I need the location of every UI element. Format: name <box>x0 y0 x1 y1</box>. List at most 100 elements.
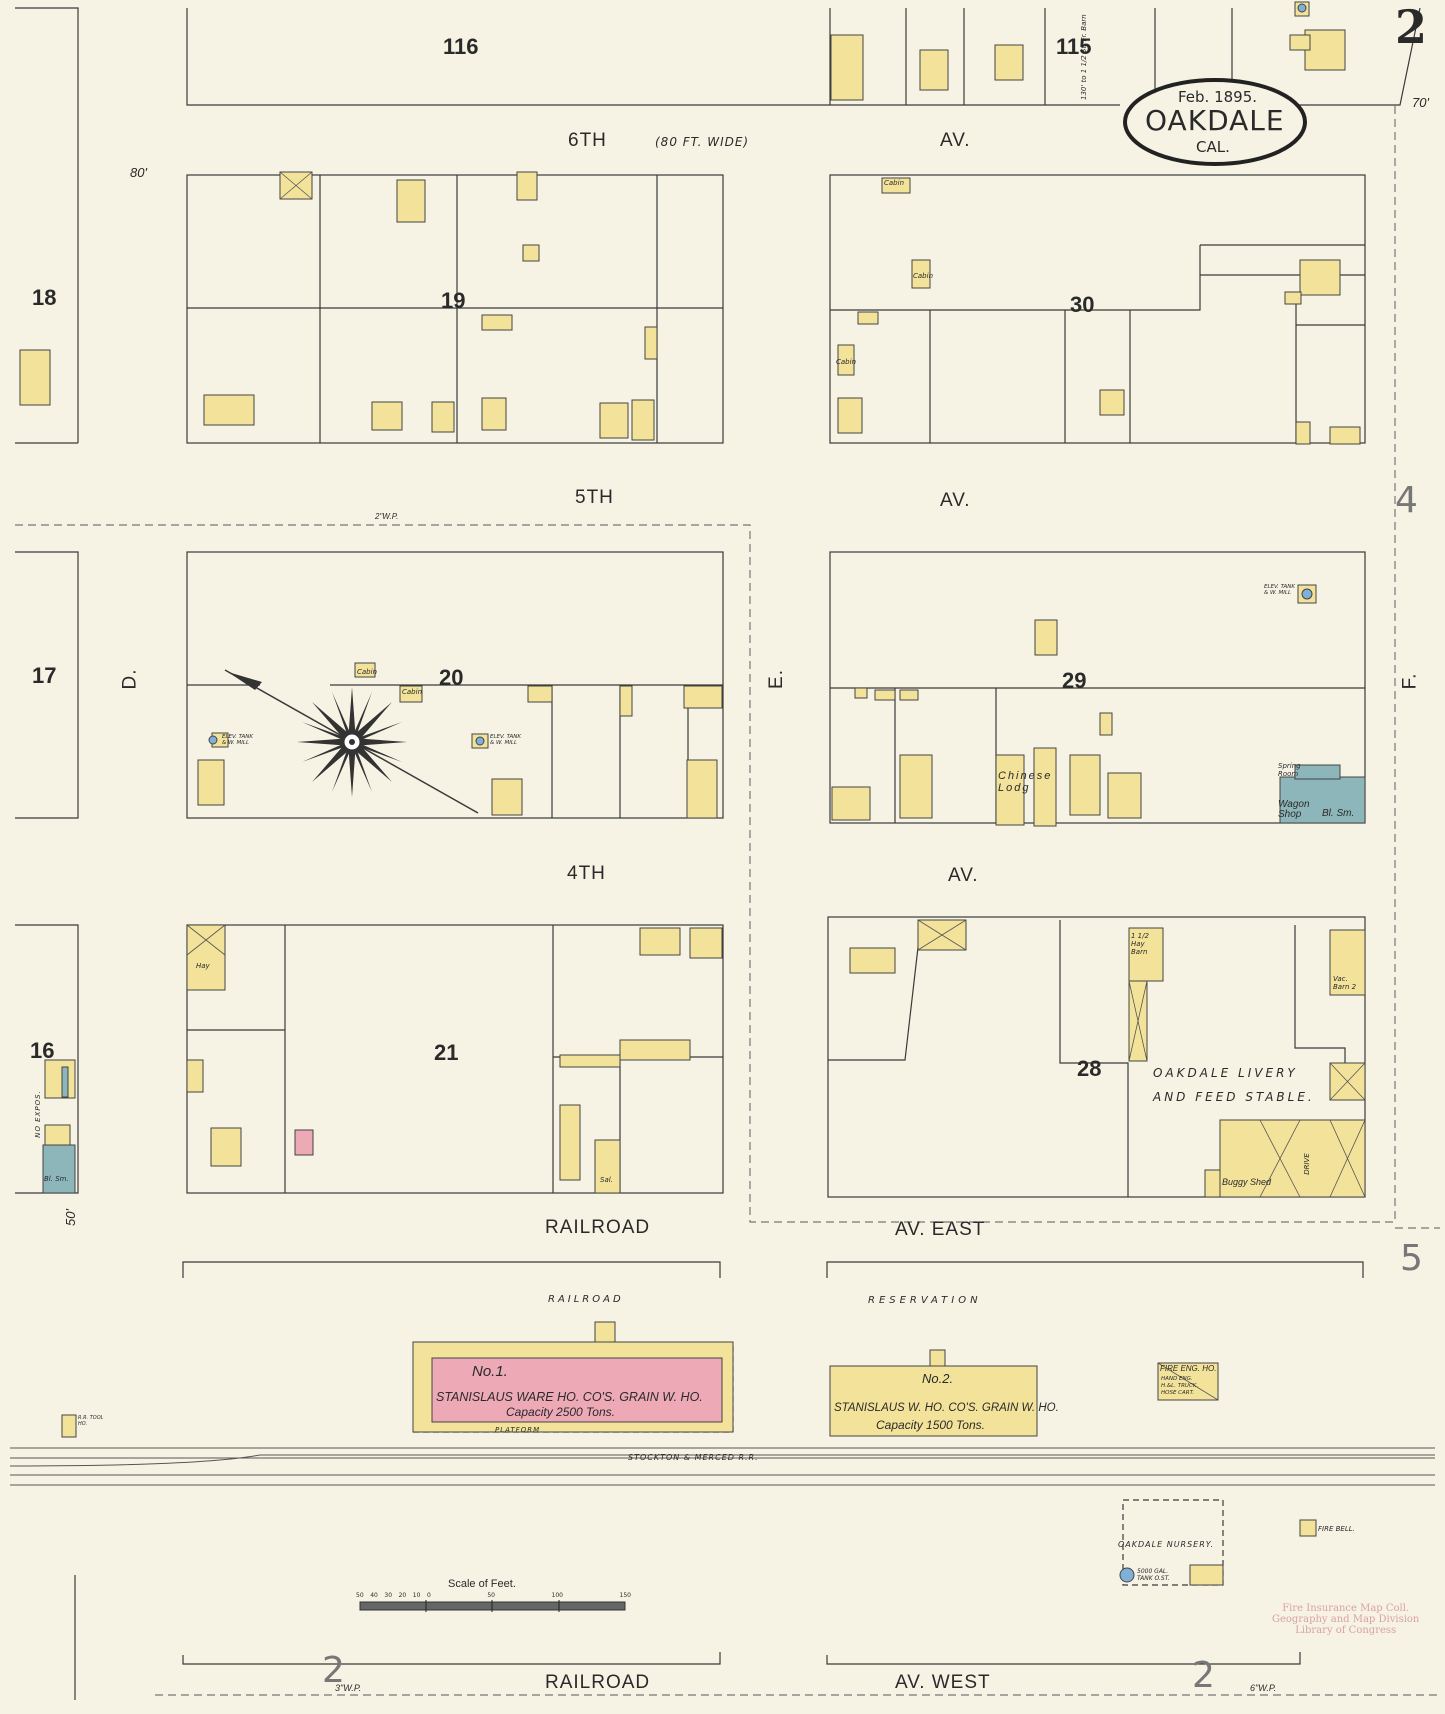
street-av-east: AV. EAST <box>895 1219 986 1240</box>
buggy-shed-label: Buggy Shed <box>1222 1177 1272 1187</box>
stamp-line: Library of Congress <box>1295 1625 1397 1636</box>
no-exposure-label: NO EXPOS. <box>33 1090 42 1138</box>
livery-label-2: AND FEED STABLE. <box>1153 1090 1315 1104</box>
drive-label: DRIVE <box>1302 1153 1311 1175</box>
adjoining-sheet-2-right[interactable]: 2 <box>1192 1655 1215 1696</box>
scale-title: Scale of Feet. <box>448 1578 516 1590</box>
tank-label: 5000 GAL. TANK O.ST. <box>1137 1568 1170 1582</box>
vac-barn-label: Vac. Barn 2 <box>1333 975 1357 991</box>
street-f: F. <box>1399 672 1421 690</box>
block-18-outline <box>15 7 79 444</box>
spring-room-label: Spring Room <box>1278 762 1301 778</box>
sheet-number: 2 <box>1395 0 1428 54</box>
block-29: 29 <box>1062 668 1087 693</box>
block-21-outline <box>186 924 724 1194</box>
street-6th-width: (80 FT. WIDE) <box>655 135 750 149</box>
blacksmith-shop <box>42 1144 76 1194</box>
block-28-outline <box>827 916 1366 1198</box>
warehouse-2-name: STANISLAUS W. HO. CO'S. GRAIN W. HO. <box>834 1402 1059 1414</box>
chinese-lodge-label: Chinese Lodg <box>998 770 1053 794</box>
warehouse-1-brick <box>431 1357 723 1423</box>
water-pipe-label: 6"W.P. <box>1250 1683 1277 1693</box>
hay-barn-label: 1 1/2 Hay Barn <box>1131 932 1149 956</box>
block-30-outline <box>829 174 1366 444</box>
water-tanks <box>208 3 1313 1583</box>
adjoining-sheet-5[interactable]: 5 <box>1400 1238 1423 1279</box>
block-116: 116 <box>443 34 479 59</box>
block-19-outline <box>186 174 724 444</box>
street-6th: 6TH <box>568 130 607 151</box>
street-5th-av: AV. <box>940 490 971 511</box>
scale-tick: 20 <box>398 1592 407 1599</box>
rr-tool-house-label: R.R. TOOL HO. <box>78 1415 104 1427</box>
street-av-west: AV. WEST <box>895 1672 991 1693</box>
block-21: 21 <box>434 1040 459 1065</box>
block-28: 28 <box>1077 1056 1102 1081</box>
scale-bar <box>359 1600 626 1612</box>
buildings-frame <box>19 1 1366 1586</box>
blacksmith-label: Bl. Sm. <box>1322 808 1355 819</box>
block-17-outline <box>15 551 79 819</box>
block-18: 18 <box>32 285 57 310</box>
elev-tank-label: ELEV. TANK & W. MILL <box>1264 584 1295 596</box>
cabin-label: Cabin <box>836 358 857 366</box>
cabin-label: Cabin <box>402 688 423 696</box>
title-oval <box>1123 78 1307 166</box>
water-pipe-label: 2"W.P. <box>375 512 399 521</box>
scale-ticks: 50 40 30 20 10 0 50 100 150 <box>356 1592 631 1599</box>
tank-5000-gal <box>1119 1567 1135 1583</box>
nursery-boundary <box>1122 1499 1224 1586</box>
cabin-label: Cabin <box>357 668 378 676</box>
block-16: 16 <box>30 1038 55 1063</box>
scale-tick: 30 <box>384 1592 393 1599</box>
street-width: 50' <box>62 1209 78 1226</box>
scale-tick: 50 <box>356 1592 364 1599</box>
warehouse-2-number: No.2. <box>922 1371 954 1386</box>
platform-label: PLATFORM <box>495 1426 541 1434</box>
street-railroad-west: RAILROAD <box>545 1672 651 1693</box>
brick-building <box>294 1129 314 1156</box>
adjoining-sheet-4[interactable]: 4 <box>1395 480 1418 521</box>
reservation-label-1: RAILROAD <box>548 1294 624 1305</box>
water-pipe-label: 3"W.P. <box>335 1683 362 1693</box>
map-state: CAL. <box>1196 138 1230 156</box>
stamp-line: Geography and Map Division <box>1272 1614 1420 1625</box>
scale-tick: 50 <box>487 1592 495 1599</box>
street-railroad-east: RAILROAD <box>545 1217 651 1238</box>
fire-limit-line <box>15 105 1440 1229</box>
blacksmith-label: Bl. Sm. <box>44 1175 69 1183</box>
warehouse-1-name: STANISLAUS WARE HO. CO'S. GRAIN W. HO. <box>436 1390 703 1404</box>
livery-label-1: OAKDALE LIVERY <box>1153 1066 1298 1080</box>
street-d: D. <box>119 668 141 690</box>
wagon-shop <box>1279 776 1366 824</box>
block-20: 20 <box>439 665 464 690</box>
elev-tank-label: ELEV. TANK & W. MILL <box>222 734 253 746</box>
warehouse-2-capacity: Capacity 1500 Tons. <box>876 1418 985 1432</box>
block-17: 17 <box>32 663 57 688</box>
library-stamp: Fire Insurance Map Coll. Geography and M… <box>1272 1603 1419 1636</box>
adjoining-sheet-2-left[interactable]: 2 <box>322 1650 345 1691</box>
reservation-label-2: RESERVATION <box>868 1295 982 1306</box>
street-width: 80' <box>130 165 147 180</box>
street-4th: 4TH <box>567 863 606 884</box>
scale-tick: 100 <box>551 1592 563 1599</box>
scale-tick: 150 <box>619 1592 631 1599</box>
nursery-label: OAKDALE NURSERY. <box>1118 1540 1215 1549</box>
fire-engine-equipment: HAND ENG. H.&L. TRUCK. HOSE CART. <box>1161 1376 1199 1396</box>
scale-tick: 0 <box>426 1592 431 1599</box>
elev-tank-label: ELEV. TANK & W. MILL <box>490 734 521 746</box>
scale-tick: 10 <box>412 1592 421 1599</box>
block-19: 19 <box>441 288 466 313</box>
block-30: 30 <box>1070 292 1095 317</box>
street-5th: 5TH <box>575 487 614 508</box>
warehouse-1-number: No.1. <box>472 1363 508 1380</box>
map-town-title: OAKDALE <box>1145 104 1285 137</box>
scale-tick: 40 <box>370 1592 378 1599</box>
block-115: 115 <box>1056 34 1092 59</box>
cabin-label: Cabin <box>884 179 905 187</box>
map-date: Feb. 1895. <box>1178 88 1258 106</box>
cabin-label: Cabin <box>913 272 934 280</box>
fire-engine-house-label: FIRE ENG. HO. <box>1160 1364 1217 1373</box>
street-4th-av: AV. <box>948 865 979 886</box>
